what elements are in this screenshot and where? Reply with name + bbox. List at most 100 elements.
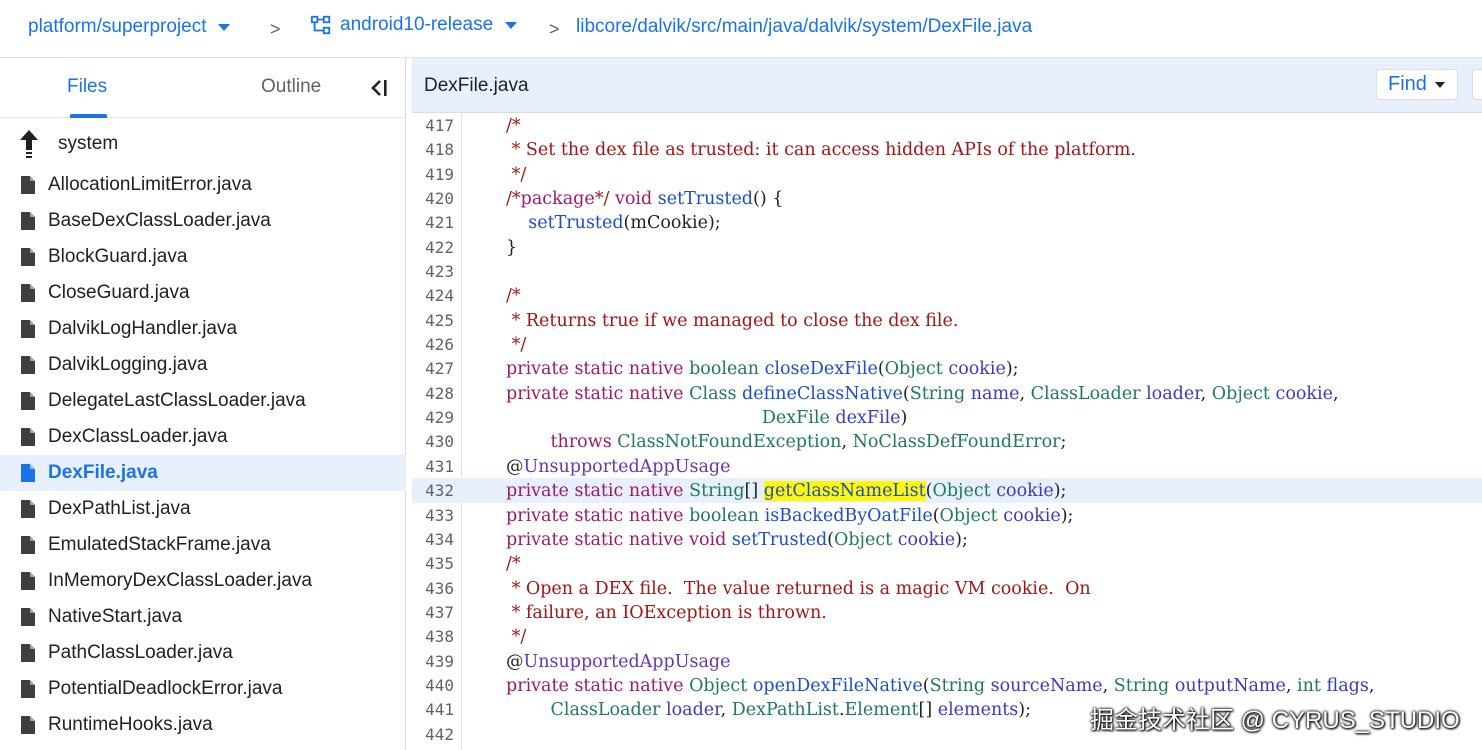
chevron-down-icon [218,23,231,31]
file-icon [21,608,35,626]
line-number[interactable]: 435 [425,554,454,574]
parent-directory-label: system [58,133,119,154]
code-text: */ [506,335,527,356]
line-number[interactable]: 437 [425,602,454,622]
file-item[interactable]: DexClassLoader.java [0,419,406,455]
file-item[interactable]: CloseGuard.java [0,275,406,311]
file-name: EmulatedStackFrame.java [48,534,271,555]
code-line: 438 */ [412,624,1482,648]
line-number[interactable]: 441 [425,700,454,720]
collapse-panel-icon[interactable] [366,76,390,100]
line-number[interactable]: 430 [425,432,454,452]
chevron-down-icon [1434,81,1445,88]
arrow-up-icon [20,130,38,158]
line-number[interactable]: 423 [425,262,454,282]
tab-outline[interactable]: Outline [261,76,322,97]
code-text: private static native String[] getClassN… [506,481,1067,502]
file-item[interactable]: PathClassLoader.java [0,635,406,671]
branch-icon [310,15,331,35]
sidebar-tabs: Files Outline [0,58,405,118]
editor-header: DexFile.java Find [412,58,1482,113]
line-number[interactable]: 418 [425,140,454,160]
path-label: libcore/dalvik/src/main/java/dalvik/syst… [576,16,1033,37]
file-name: NativeStart.java [48,606,183,627]
file-item[interactable]: DelegateLastClassLoader.java [0,383,406,419]
line-number[interactable]: 442 [425,724,454,744]
branch-label: android10-release [340,14,494,35]
line-number[interactable]: 421 [425,213,454,233]
file-icon [21,176,35,194]
file-item[interactable]: InMemoryDexClassLoader.java [0,563,406,599]
line-number[interactable]: 427 [425,359,454,379]
more-button[interactable] [1472,69,1482,100]
breadcrumb-branch[interactable]: android10-release [310,14,518,36]
code-text: /*package*/ void setTrusted() { [506,189,784,210]
code-line: 422} [412,235,1482,259]
code-text: ClassLoader loader, DexPathList.Element[… [550,700,1031,721]
file-item[interactable]: BaseDexClassLoader.java [0,203,406,239]
file-item[interactable]: DalvikLogHandler.java [0,311,406,347]
file-item[interactable]: EmulatedStackFrame.java [0,527,406,563]
code-text: private static native void setTrusted(Ob… [506,529,968,550]
line-number[interactable]: 440 [425,675,454,695]
line-number[interactable]: 426 [425,335,454,355]
code-line: 423 [412,259,1482,283]
line-number[interactable]: 432 [425,481,454,501]
file-icon [21,392,35,410]
line-number[interactable]: 419 [425,164,454,184]
line-number[interactable]: 424 [425,286,454,306]
watermark: 掘金技术社区 @ CYRUS_STUDIO [1090,707,1460,734]
line-number[interactable]: 417 [425,116,454,135]
project-label: platform/superproject [28,16,207,37]
file-item[interactable]: DexFile.java [0,455,406,491]
code-text: * Set the dex file as trusted: it can ac… [506,140,1136,161]
code-line: 436 * Open a DEX file. The value returne… [412,576,1482,600]
file-name: DexClassLoader.java [48,426,228,447]
file-item[interactable]: NativeStart.java [0,599,406,635]
file-item[interactable]: DexPathList.java [0,491,406,527]
code-line: 435/* [412,551,1482,575]
line-number-gutter [412,113,462,750]
line-number[interactable]: 425 [425,310,454,330]
line-number[interactable]: 433 [425,505,454,525]
file-name: BaseDexClassLoader.java [48,210,271,231]
code-line: 425 * Returns true if we managed to clos… [412,308,1482,332]
code-line: 419 */ [412,162,1482,186]
file-icon [21,284,35,302]
file-item[interactable]: DalvikLogging.java [0,347,406,383]
code-line: 437 * failure, an IOException is thrown. [412,600,1482,624]
line-number[interactable]: 434 [425,529,454,549]
line-number[interactable]: 420 [425,189,454,209]
file-name: DalvikLogging.java [48,354,208,375]
file-icon [21,536,35,554]
code-text: throws ClassNotFoundException, NoClassDe… [550,432,1067,453]
code-line: 417/* [412,113,1482,137]
file-icon [21,572,35,590]
file-icon [21,500,35,518]
file-icon [21,644,35,662]
tab-files[interactable]: Files [67,76,108,97]
line-number[interactable]: 439 [425,651,454,671]
find-button[interactable]: Find [1376,69,1458,100]
line-number[interactable]: 436 [425,578,454,598]
file-item[interactable]: RuntimeHooks.java [0,707,406,743]
line-number[interactable]: 429 [425,408,454,428]
breadcrumb-path[interactable]: libcore/dalvik/src/main/java/dalvik/syst… [576,16,1032,38]
file-item[interactable]: PotentialDeadlockError.java [0,671,406,707]
code-editor: DexFile.java Find 417/* 418 * Set the dex… [412,58,1482,750]
file-item[interactable]: BlockGuard.java [0,239,406,275]
line-number[interactable]: 428 [425,383,454,403]
line-number[interactable]: 431 [425,456,454,476]
file-item[interactable]: AllocationLimitError.java [0,167,406,203]
breadcrumb-project[interactable]: platform/superproject [28,16,231,38]
parent-directory-row[interactable]: system [0,124,406,164]
line-number[interactable]: 422 [425,237,454,257]
file-icon [21,464,35,482]
code-line: 434 private static native void setTrusted… [412,527,1482,551]
find-label: Find [1388,73,1427,95]
code-line: 442 [412,722,1482,746]
line-number[interactable]: 438 [425,627,454,647]
chevron-down-icon [505,21,518,29]
